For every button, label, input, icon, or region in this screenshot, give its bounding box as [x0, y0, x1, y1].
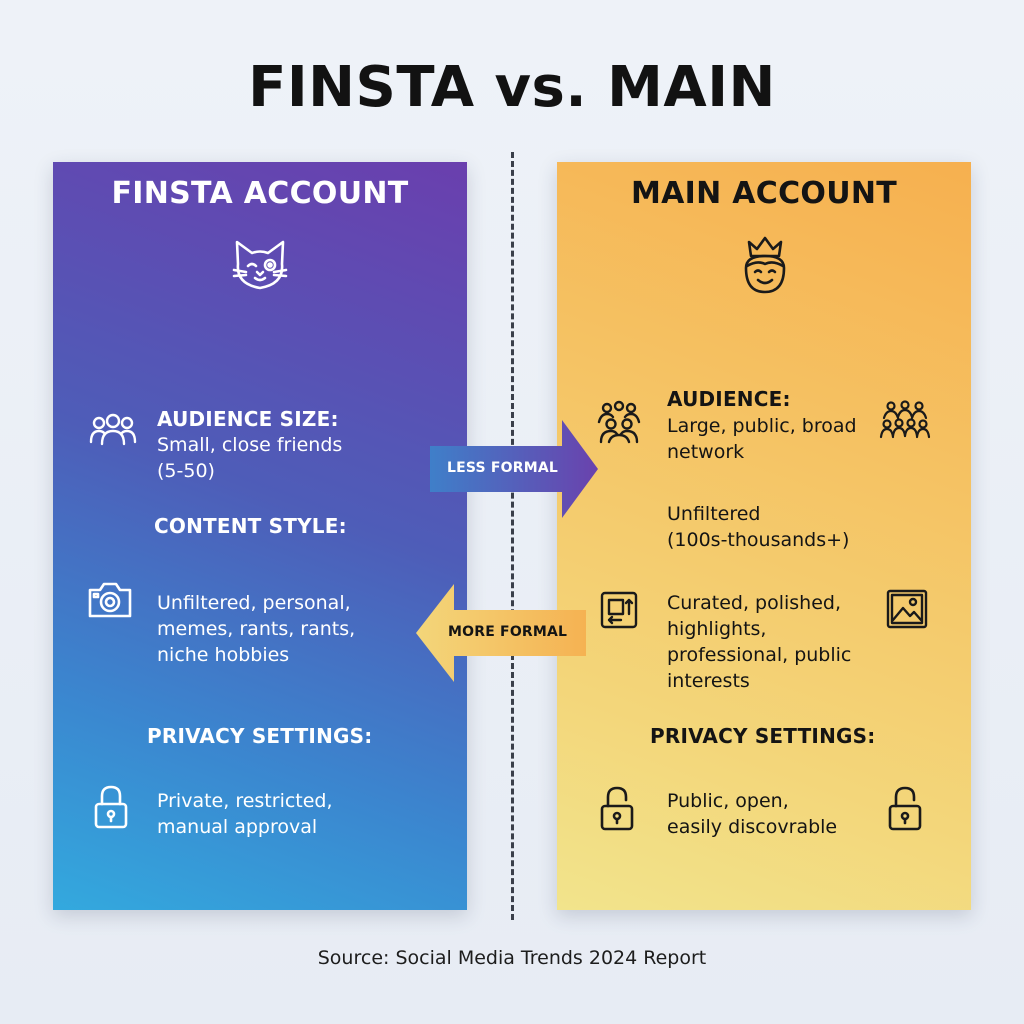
audience-left-icon [597, 400, 641, 444]
open-padlock-icon [600, 786, 634, 831]
finsta-panel: FINSTA ACCOUNT AUDIENCE SIZE: Small, clo… [53, 162, 467, 910]
curated-frame-icon [600, 591, 638, 629]
image-gallery-icon [886, 589, 928, 629]
audience-group-icon [89, 413, 137, 446]
crowned-face-icon [744, 236, 786, 294]
finsta-content-heading: CONTENT STYLE: [154, 514, 347, 538]
audience-crowd-icon [879, 400, 931, 439]
main-panel-title: MAIN ACCOUNT [630, 176, 898, 211]
padlock-icon [94, 785, 128, 829]
finsta-panel-title: FINSTA ACCOUNT [111, 176, 409, 211]
open-padlock-icon-right [888, 786, 922, 831]
camera-icon [88, 582, 132, 618]
more-formal-label: MORE FORMAL [448, 624, 568, 640]
finsta-privacy-text: Private, restricted, manual approval [157, 790, 333, 838]
main-audience-heading: AUDIENCE: [667, 387, 791, 411]
main-extra-text: Unfiltered (100s-thousands+) [667, 503, 850, 551]
cat-wink-icon [232, 240, 288, 290]
more-formal-arrow [416, 584, 586, 682]
center-divider [511, 152, 514, 920]
main-panel: MAIN ACCOUNT AUDIENCE: Large, public, br… [557, 162, 971, 910]
main-audience-text: Large, public, broad network [667, 415, 857, 463]
main-privacy-heading: PRIVACY SETTINGS: [650, 724, 876, 748]
main-content-text: Curated, polished, highlights, professio… [667, 592, 852, 692]
finsta-audience-text: Small, close friends (5-50) [157, 434, 343, 482]
finsta-privacy-heading: PRIVACY SETTINGS: [147, 724, 373, 748]
finsta-audience-heading: AUDIENCE SIZE: [157, 407, 339, 431]
finsta-content-text: Unfiltered, personal, memes, rants, rant… [157, 592, 356, 666]
less-formal-arrow [430, 420, 598, 518]
page-title: FINSTA vs. MAIN [248, 55, 776, 120]
less-formal-label: LESS FORMAL [447, 460, 559, 476]
source-caption: Source: Social Media Trends 2024 Report [317, 947, 707, 969]
main-privacy-text: Public, open, easily discovrable [667, 790, 838, 838]
